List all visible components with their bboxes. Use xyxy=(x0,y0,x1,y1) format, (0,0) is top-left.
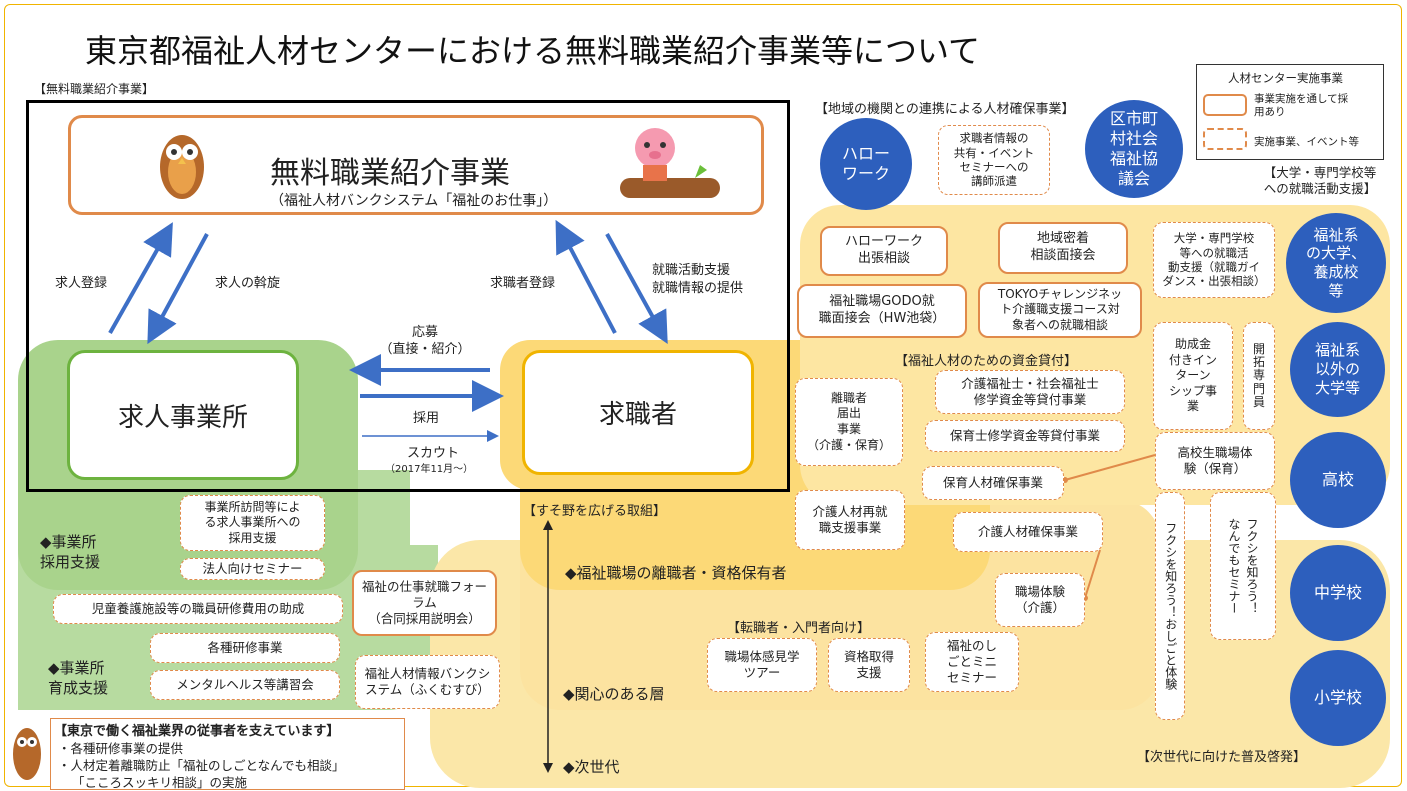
forum-box: 福祉の仕事就職フォー ラム （合同採用説明会） xyxy=(352,570,497,636)
employer-box: 求人事業所 xyxy=(67,350,299,480)
main-service-title: 無料職業紹介事業 xyxy=(270,156,510,191)
leave-notice-box: 離職者 届出 事業 （介護・保育） xyxy=(795,378,903,466)
info-share-box: 求職者情報の 共有・イベント セミナーへの 講師派遣 xyxy=(938,125,1050,195)
univ-support-box: 大学・専門学校 等への就職活 動支援（就職ガイ ダンス・出張相談） xyxy=(1153,222,1275,298)
label-job-support: 就職活動支援 就職情報の提供 xyxy=(652,263,744,296)
pioneer-box: 開 拓 専 門 員 xyxy=(1243,322,1275,430)
label-hire: 採用 xyxy=(413,411,440,426)
ward-council-circle: 区市町 村社会 福祉協 議会 xyxy=(1085,100,1183,198)
label-seeker-registration: 求職者登録 xyxy=(490,276,556,291)
susono-label: 【すそ野を広げる取組】 xyxy=(523,504,667,519)
next-gen-label: 【次世代に向けた普及啓発】 xyxy=(1137,750,1307,765)
know-fukushi-text: フクシを知ろう！おしごと体験 xyxy=(1163,522,1178,690)
label-apply: 応募 （直接・紹介） xyxy=(379,325,471,357)
local-interview-box: 地域密着 相談面接会 xyxy=(998,222,1128,274)
university-label: 【大学・専門学校等 への就職活動支援】 xyxy=(1263,165,1377,197)
support-box xyxy=(50,718,405,790)
work-exp-box: 職場体験 （介護） xyxy=(995,573,1085,627)
regional-label: 【地域の機関との連携による人材確保事業】 xyxy=(815,102,1075,117)
tenshoku-label: 【転職者・入門者向け】 xyxy=(727,621,871,636)
next-gen-area-label: ◆次世代 xyxy=(563,758,620,776)
support-line2: ・人材定着離職防止「福祉のしごとなんでも相談」 xyxy=(58,758,345,773)
kaigo-re-box: 介護人材再就 職支援事業 xyxy=(795,490,905,550)
hw-branch-box: ハローワーク 出張相談 xyxy=(820,226,948,276)
main-service-subtitle: （福祉人材バンクシステム「福祉のお仕事」） xyxy=(270,193,558,209)
page-title: 東京都福祉人材センターにおける無料職業紹介事業等について xyxy=(85,32,981,70)
owl-mascot-icon xyxy=(160,135,204,199)
tour-box: 職場体感見学 ツアー xyxy=(707,638,817,692)
owl-small-icon xyxy=(13,728,41,780)
hellowork-circle: ハロー ワーク xyxy=(820,118,912,210)
highschool-exp-box: 高校生職場体 験（保育） xyxy=(1155,432,1275,490)
label-scout-date: （2017年11月～） xyxy=(385,464,474,475)
high-school-circle: 高校 xyxy=(1290,432,1386,528)
legend-dashed-swatch xyxy=(1203,128,1247,150)
know-seminar-box: フクシを知ろう！ なんでもセミナー xyxy=(1210,492,1276,640)
fukumu-box: 福祉人材情報バンクシ ステム（ふくむすび） xyxy=(355,655,500,709)
legend-dashed-label: 実施事業、イベント等 xyxy=(1254,136,1359,148)
support-line3: 「こころスッキリ相談」の実施 xyxy=(72,775,248,790)
godo-box: 福祉職場GODO就 職面接会（HW池袋） xyxy=(797,284,967,338)
kenshu-box: 各種研修事業 xyxy=(150,633,340,663)
other-univ-circle: 福祉系 以外の 大学等 xyxy=(1290,322,1385,417)
know-fukushi-box: フクシを知ろう！おしごと体験 xyxy=(1155,492,1185,720)
emp-training-label: ◆事業所 育成支援 xyxy=(48,659,109,698)
support-line1: ・各種研修事業の提供 xyxy=(58,741,184,756)
section-label: 【無料職業紹介事業】 xyxy=(34,82,155,96)
fukushi-univ-circle: 福祉系 の大学、 養成校 等 xyxy=(1286,213,1386,313)
hoiku-kakuho-box: 保育人材確保事業 xyxy=(922,466,1064,500)
mental-box: メンタルヘルス等講習会 xyxy=(150,670,340,700)
legend-solid-swatch xyxy=(1203,94,1247,116)
know-seminar-text: フクシを知ろう！ なんでもセミナー xyxy=(1227,518,1259,614)
legend-solid-label: 事業実施を通して採 用あり xyxy=(1254,93,1349,118)
kaigo-loan-box: 介護福祉士・社会福祉士 修学資金等貸付事業 xyxy=(935,370,1125,414)
mini-seminar-box: 福祉のし ごとミニ セミナー xyxy=(925,632,1019,692)
tokyo-challenge-box: TOKYOチャレンジネッ ト介護職支援コース対 象者への就職相談 xyxy=(978,282,1142,338)
support-title: 【東京で働く福祉業界の従事者を支えています】 xyxy=(54,724,340,739)
shikaku-box: 資格取得 支援 xyxy=(828,638,910,692)
fund-label: 【福祉人材のための資金貸付】 xyxy=(895,354,1078,369)
hoiku-loan-box: 保育士修学資金等貸付事業 xyxy=(925,420,1125,452)
houjin-seminar-box: 法人向けセミナー xyxy=(180,558,325,580)
pig-mascot-icon xyxy=(620,128,720,198)
seeker-box: 求職者 xyxy=(522,350,754,475)
junior-high-circle: 中学校 xyxy=(1290,545,1386,641)
legend xyxy=(1196,64,1384,160)
label-scout: スカウト xyxy=(407,446,460,461)
emp-support-label: ◆事業所 採用支援 xyxy=(40,533,101,572)
label-job-placement: 求人の斡旋 xyxy=(215,276,281,291)
intern-box: 助成金 付きイン ターン シップ事 業 xyxy=(1153,322,1233,430)
kaigo-kakuho-box: 介護人材確保事業 xyxy=(953,512,1103,552)
visit-support-box: 事業所訪問等によ る求人事業所への 採用支援 xyxy=(180,495,325,551)
legend-title: 人材センター実施事業 xyxy=(1228,71,1343,85)
job-placement-frame xyxy=(26,100,790,492)
interested-label: ◆関心のある層 xyxy=(563,685,665,703)
elementary-circle: 小学校 xyxy=(1290,650,1386,746)
label-job-registration: 求人登録 xyxy=(55,276,108,291)
jidou-box: 児童養護施設等の職員研修費用の助成 xyxy=(53,594,343,624)
ex-workers-label: ◆福祉職場の離職者・資格保有者 xyxy=(565,564,787,582)
